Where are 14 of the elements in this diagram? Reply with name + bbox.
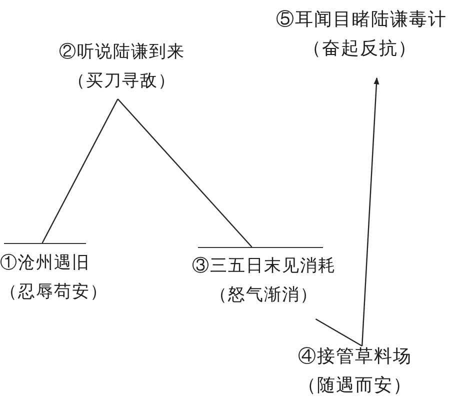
event-title: ③三五日末见消耗 (192, 255, 336, 277)
event-title: ⑤耳闻目睹陆谦毒计 (276, 9, 447, 31)
event-title: ④接管草料场 (298, 346, 412, 368)
event-note: （奋起反抗） (303, 38, 417, 60)
event-note: （怒气渐消） (210, 284, 318, 306)
event-note: （忍辱苟安） (0, 281, 108, 303)
arrow (361, 77, 380, 346)
event-note: （随遇而安） (298, 375, 412, 397)
connector-line (42, 98, 118, 244)
event-note: （买刀寻敌） (68, 70, 176, 92)
connector-line (117, 98, 252, 248)
event-title: ①沧州遇旧 (0, 252, 90, 274)
connector-line (315, 318, 362, 347)
event-title: ②听说陆谦到来 (59, 41, 185, 63)
